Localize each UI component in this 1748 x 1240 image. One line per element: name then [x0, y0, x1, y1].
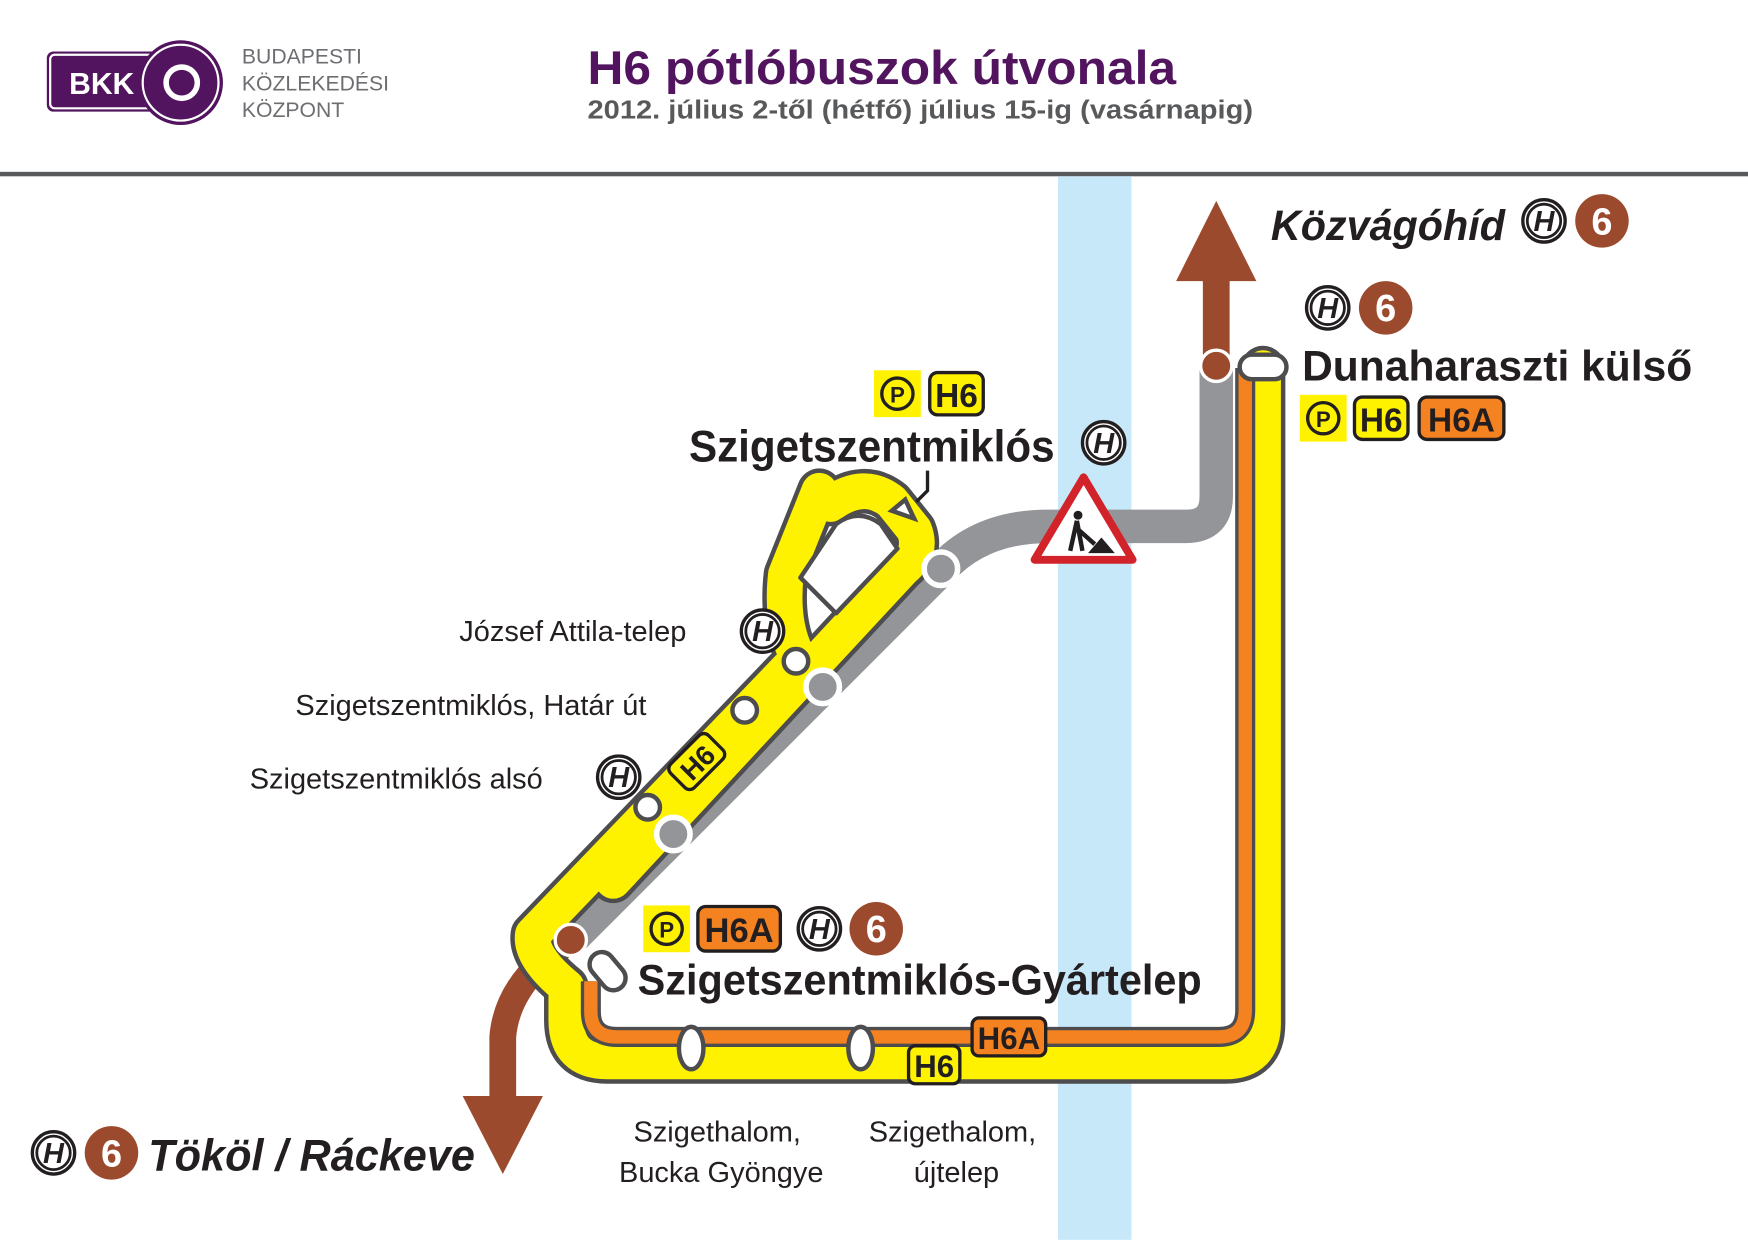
- station-ujtelep: Szigethalom, újtelep: [869, 1117, 1045, 1189]
- hev-stops: [553, 348, 1234, 958]
- svg-text:H: H: [43, 1138, 65, 1170]
- park-icon: P: [874, 370, 921, 418]
- organization-name: BUDAPESTI KÖZLEKEDÉSI KÖZPONT: [242, 46, 389, 123]
- roadworks-warning-icon: [1030, 473, 1137, 564]
- hev-icon: H: [739, 608, 786, 655]
- svg-text:H: H: [1534, 206, 1556, 238]
- station-jozsef-attila-telep: József Attila-telep: [459, 616, 686, 648]
- svg-text:P: P: [1316, 407, 1331, 432]
- arrow-to-kozvagohid: [1176, 200, 1257, 369]
- bkk-logo: BKK: [46, 40, 223, 126]
- h6a-bus-route: [580, 368, 1256, 1047]
- tram-6-icon: 6: [849, 902, 903, 956]
- svg-text:H: H: [1093, 428, 1115, 460]
- svg-text:H6: H6: [935, 378, 978, 415]
- svg-text:P: P: [659, 918, 674, 943]
- hev-icon: H: [1521, 198, 1567, 244]
- bus-stops: [587, 352, 1289, 1072]
- svg-text:6: 6: [866, 909, 887, 951]
- header-divider: [0, 171, 1748, 177]
- svg-text:6: 6: [1591, 201, 1612, 243]
- page-title: H6 pótlóbuszok útvonala: [587, 42, 1177, 94]
- svg-text:H6: H6: [1360, 403, 1403, 440]
- hev-icon: H: [1304, 285, 1351, 331]
- svg-text:H: H: [608, 762, 630, 794]
- h6-badge: H6: [928, 370, 985, 417]
- hev-line-suspended: [554, 351, 1233, 957]
- hev-icon: H: [595, 754, 642, 801]
- station-szigetszentmiklos-also: Szigetszentmiklós alsó: [250, 763, 543, 795]
- tram-6-icon: 6: [1575, 194, 1629, 248]
- svg-text:H6A: H6A: [1428, 403, 1495, 440]
- badge-label: H6: [914, 1049, 954, 1084]
- h6-route-badge: H6: [906, 1044, 962, 1086]
- page-subtitle: 2012. július 2-től (hétfő) július 15-ig …: [587, 96, 1253, 124]
- station-bucka-gyongye: Szigethalom, Bucka Gyöngye: [619, 1117, 824, 1189]
- svg-text:H: H: [752, 616, 774, 648]
- svg-text:P: P: [890, 383, 905, 408]
- hev-icon: H: [1080, 419, 1127, 466]
- station-hatar-ut: Szigetszentmiklós, Határ út: [295, 690, 646, 722]
- station-kozvagohid: Közvágóhíd: [1271, 202, 1506, 249]
- svg-text:6: 6: [1375, 288, 1396, 330]
- tram-6-icon: 6: [1358, 281, 1413, 335]
- h6a-route-badge: H6A: [970, 1016, 1048, 1058]
- h6-badge: H6: [1352, 395, 1410, 442]
- tram-6-icon: 6: [84, 1126, 139, 1180]
- logo-text: BKK: [69, 68, 134, 101]
- station-szigetszentmiklos: Szigetszentmiklós: [689, 423, 1055, 472]
- svg-text:H: H: [809, 914, 831, 946]
- svg-text:6: 6: [101, 1133, 122, 1175]
- badge-label: H6A: [978, 1021, 1040, 1056]
- station-dunaharaszti-kulso: Dunaharaszti külső: [1302, 342, 1692, 389]
- station-gyartelep: Szigetszentmiklós-Gyártelep: [638, 957, 1202, 1004]
- park-icon: P: [643, 905, 691, 953]
- h6a-badge: H6A: [696, 904, 783, 953]
- hev-icon: H: [796, 905, 843, 952]
- svg-text:H: H: [1317, 293, 1339, 325]
- svg-text:H6A: H6A: [705, 912, 774, 950]
- hev-icon: H: [30, 1130, 77, 1176]
- h6a-badge: H6A: [1417, 395, 1506, 442]
- park-icon: P: [1299, 394, 1347, 442]
- org-line: BUDAPESTI: [242, 46, 362, 69]
- station-pointer-arrow: [915, 470, 930, 504]
- org-line: KÖZPONT: [242, 98, 344, 122]
- org-line: KÖZLEKEDÉSI: [242, 70, 389, 95]
- destination-tokol-rackeve: Tököl / Ráckeve: [148, 1132, 475, 1181]
